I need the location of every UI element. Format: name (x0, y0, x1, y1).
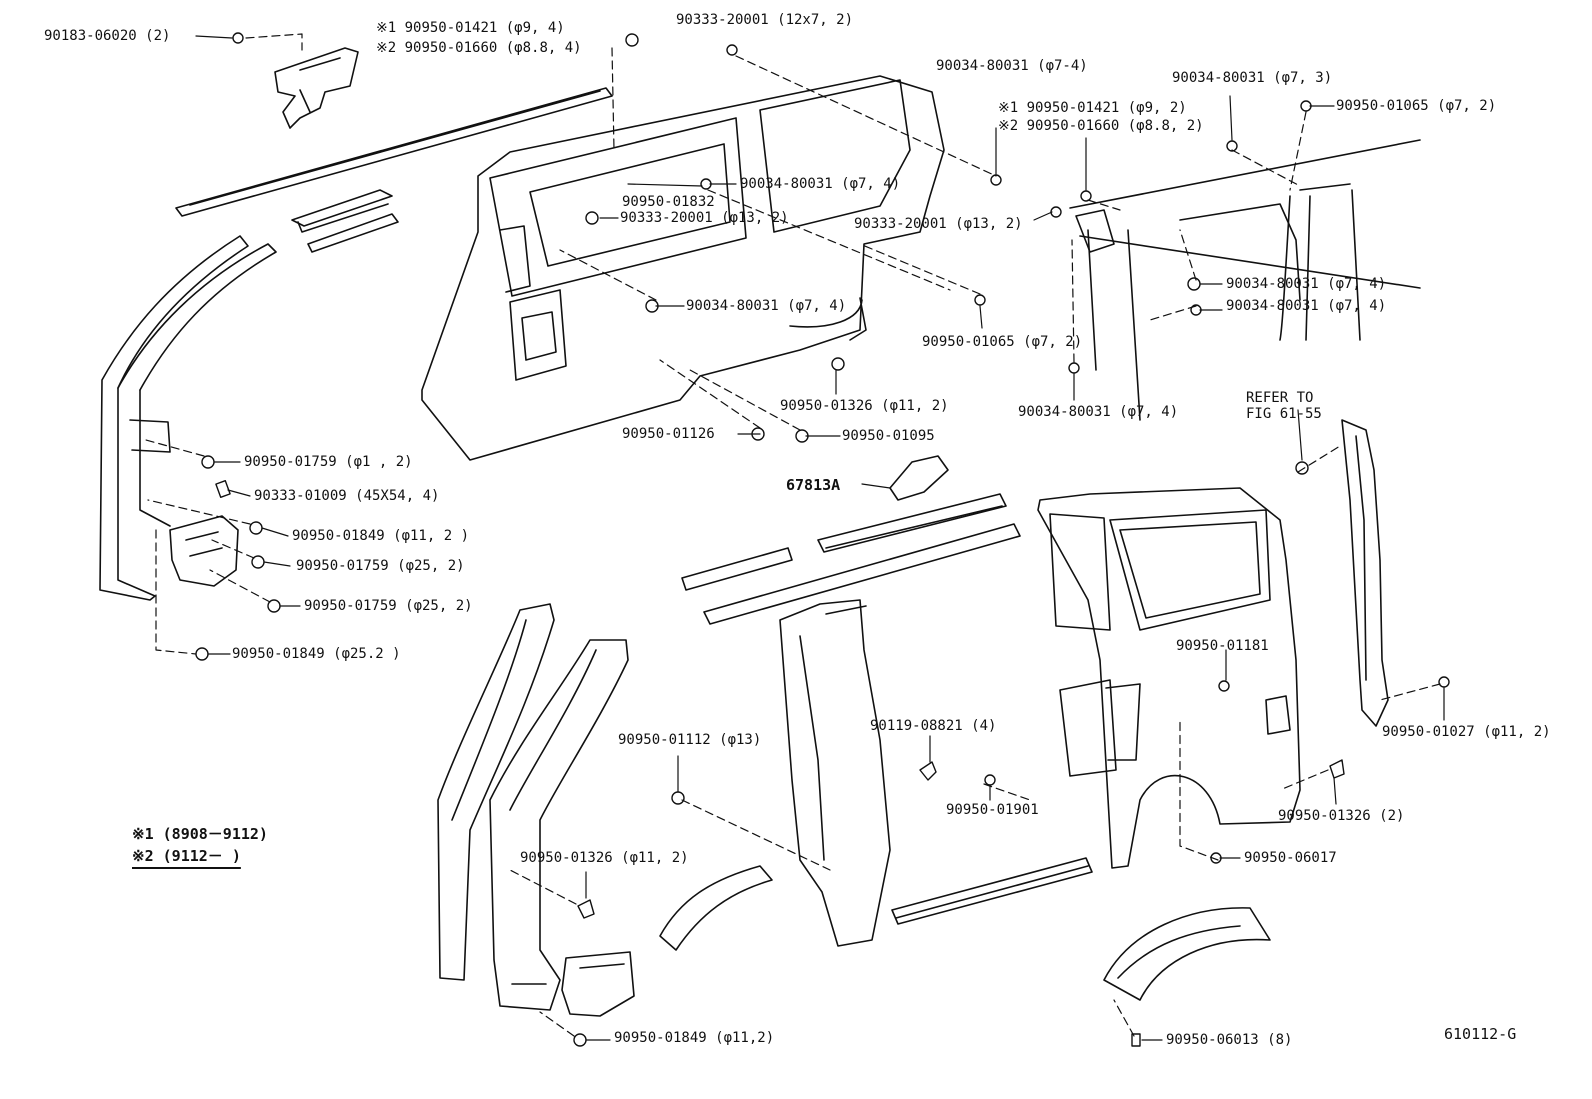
callout-label: 90950-01065 (φ7, 2) (922, 334, 1083, 350)
front-pillar-reinforcements (291, 189, 399, 253)
floor-side-bracket (561, 951, 635, 1017)
legend-note-1: ※1 (8908－9112) (132, 825, 268, 843)
callout-label: 90950-01112 (φ13) (618, 732, 762, 748)
callout-label: 90034-80031 (φ7, 4) (1226, 298, 1387, 314)
callout-label: 90333-20001 (φ13, 2) (620, 210, 789, 226)
callout-label: 90034-80031 (φ7, 4) (1226, 276, 1387, 292)
callout-label: 90950-01849 (φ25.2 ) (232, 646, 401, 662)
callout-label: 90950-01326 (φ11, 2) (780, 398, 949, 414)
callout-label: 90950-01759 (φ1 , 2) (244, 454, 413, 470)
callout-label: ※1 90950-01421 (φ9, 2) (998, 100, 1187, 116)
callout-label: 90950-01126 (622, 426, 715, 442)
callout-label: 90333-20001 (φ13, 2) (854, 216, 1023, 232)
part-67813A-bracket (889, 455, 949, 501)
callout-label: 90950-01759 (φ25, 2) (304, 598, 473, 614)
callout-label: FIG 61-55 (1246, 406, 1322, 422)
callout-label: 90950-01065 (φ7, 2) (1336, 98, 1497, 114)
figure-id: 610112-G (1444, 1025, 1517, 1043)
front-pillar (99, 235, 277, 601)
legend-note-2: ※2 (9112－ ) (132, 847, 241, 865)
leader-lines (195, 35, 1445, 1041)
top-bracket (274, 47, 359, 129)
callout-label: 90034-80031 (φ7, 4) (1018, 404, 1179, 420)
rocker-panel-lower (891, 857, 1093, 925)
callout-label: 90950-01027 (φ11, 2) (1382, 724, 1551, 740)
callout-label: ※2 90950-01660 (φ8.8, 4) (376, 40, 582, 56)
callout-label: 90034-80031 (φ7, 4) (740, 176, 901, 192)
rocker-sill-strips (681, 493, 1021, 625)
callout-label: 90950-01326 (2) (1278, 808, 1405, 824)
callout-label: 90950-06017 (1244, 850, 1337, 866)
callout-label: 90950-01901 (946, 802, 1039, 818)
callout-label: 90950-06013 (8) (1166, 1032, 1293, 1048)
rear-side-outer-panel (1037, 487, 1301, 869)
callout-label: 90034-80031 (φ7, 4) (686, 298, 847, 314)
callout-label: 90950-01849 (φ11, 2 ) (292, 528, 470, 544)
callout-label: 90950-01849 (φ11,2) (614, 1030, 775, 1046)
callout-label: 90950-01759 (φ25, 2) (296, 558, 465, 574)
rear-wheel-arch-liner (1103, 907, 1271, 1001)
callout-label: 90950-01832 (622, 194, 715, 210)
center-pillar (779, 599, 891, 947)
lower-front-pillar-outer (437, 603, 555, 981)
rear-pillar-trim (1341, 419, 1389, 727)
callout-label: 90333-20001 (12x7, 2) (676, 12, 854, 28)
front-wheel-arch-liner (659, 865, 773, 951)
callout-label: 90950-01326 (φ11, 2) (520, 850, 689, 866)
lower-front-pillar-inner (489, 639, 629, 1011)
callout-label: 90950-01181 (1176, 638, 1269, 654)
callout-label: 90333-01009 (45X54, 4) (254, 488, 440, 504)
front-pillar-lower-bracket (169, 515, 239, 587)
rear-roof-side-inner (1069, 139, 1421, 421)
roof-drip-rail (175, 87, 613, 217)
callout-label: REFER TO (1246, 390, 1314, 406)
callout-label: 90950-01095 (842, 428, 935, 444)
callout-label: ※2 90950-01660 (φ8.8, 2) (998, 118, 1204, 134)
callout-label: 90034-80031 (φ7-4) (936, 58, 1088, 74)
quarter-wheelhouse-inner (789, 297, 867, 341)
assembly-dashed-lines (145, 33, 1441, 1037)
callout-label: 90034-80031 (φ7, 3) (1172, 70, 1333, 86)
callout-label: 90119-08821 (4) (870, 718, 997, 734)
quarter-inner-panel (421, 75, 945, 461)
callout-label-67813A: 67813A (786, 476, 841, 494)
callout-label: 90183-06020 (2) (44, 28, 171, 44)
callout-label: ※1 90950-01421 (φ9, 4) (376, 20, 565, 36)
